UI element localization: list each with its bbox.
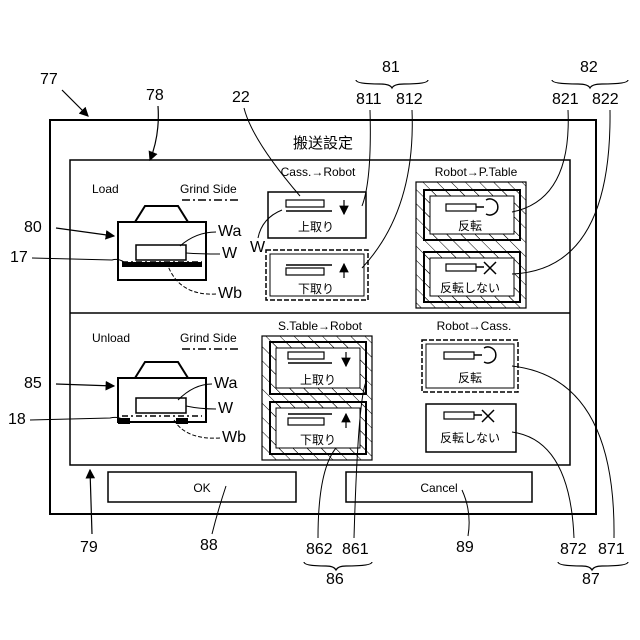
load-lower-take-label: 下取り — [298, 282, 334, 296]
unload-no-flip-button[interactable]: 反転しない — [426, 404, 516, 452]
ref-85: 85 — [24, 375, 42, 392]
load-label: Load — [92, 182, 119, 196]
ref-871: 871 — [598, 541, 625, 558]
stable-robot-header: S.Table→Robot — [278, 319, 363, 333]
unload-chuck — [118, 362, 206, 424]
ref-88: 88 — [200, 537, 218, 554]
ref-86: 86 — [326, 571, 344, 588]
load-grind-side-label: Grind Side — [180, 182, 237, 196]
ref-77: 77 — [40, 71, 58, 88]
load-w-label: W — [222, 245, 238, 262]
ref-22: 22 — [232, 89, 250, 106]
load-upper-take-label: 上取り — [298, 220, 334, 234]
ref-89: 89 — [456, 539, 474, 556]
ok-button[interactable]: OK — [108, 472, 296, 502]
ref-812: 812 — [396, 91, 423, 108]
unload-no-flip-label: 反転しない — [440, 431, 500, 445]
ref-79: 79 — [80, 539, 98, 556]
unload-lower-take-label: 下取り — [300, 433, 336, 447]
unload-upper-take-label: 上取り — [300, 373, 336, 387]
ref-87: 87 — [582, 571, 600, 588]
ref-80: 80 — [24, 219, 42, 236]
robot-cass-header: Robot→Cass. — [437, 319, 512, 333]
ref-821: 821 — [552, 91, 579, 108]
load-chuck — [118, 206, 206, 280]
ref-18: 18 — [8, 411, 26, 428]
unload-label: Unload — [92, 331, 130, 345]
load-wb-label: Wb — [218, 285, 242, 302]
ref-811: 811 — [356, 91, 382, 108]
unload-grind-side-label: Grind Side — [180, 331, 237, 345]
window-title: 搬送設定 — [293, 135, 353, 152]
ref-822: 822 — [592, 91, 619, 108]
unload-lower-take-button[interactable]: 下取り — [270, 402, 366, 454]
ref-78: 78 — [146, 87, 164, 104]
ok-button-label: OK — [193, 481, 210, 495]
cancel-button[interactable]: Cancel — [346, 472, 532, 502]
ref-862: 862 — [306, 541, 333, 558]
load-lower-take-button[interactable]: 下取り — [266, 250, 368, 300]
robot-ptable-header: Robot→P.Table — [435, 165, 518, 179]
ref-872: 872 — [560, 541, 587, 558]
unload-flip-label: 反転 — [458, 371, 482, 385]
ref-82: 82 — [580, 59, 598, 76]
ref-w-hand: W — [250, 239, 266, 256]
unload-wa-label: Wa — [214, 375, 238, 392]
cass-robot-header: Cass.→Robot — [281, 165, 356, 179]
unload-w-label: W — [218, 400, 234, 417]
load-no-flip-button[interactable]: 反転しない — [424, 252, 520, 302]
load-flip-button[interactable]: 反転 — [424, 190, 520, 240]
unload-upper-take-button[interactable]: 上取り — [270, 342, 366, 394]
ref-81: 81 — [382, 59, 400, 76]
load-wa-label: Wa — [218, 223, 242, 240]
cancel-button-label: Cancel — [420, 481, 457, 495]
unload-flip-button[interactable]: 反転 — [422, 340, 518, 392]
ref-861: 861 — [342, 541, 369, 558]
ref-17: 17 — [10, 249, 28, 266]
load-flip-label: 反転 — [458, 219, 482, 233]
load-no-flip-label: 反転しない — [440, 281, 500, 295]
load-upper-take-button[interactable]: 上取り — [268, 192, 366, 238]
unload-wb-label: Wb — [222, 429, 246, 446]
